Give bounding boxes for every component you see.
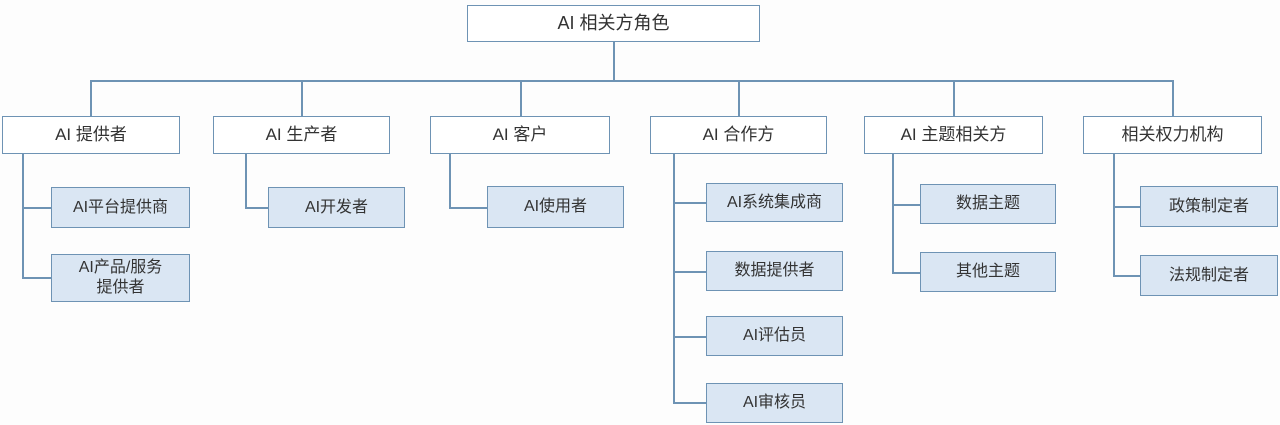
node-regulation-maker: 法规制定者 [1140, 255, 1278, 296]
connector-line [90, 80, 92, 116]
node-relevant-authorities: 相关权力机构 [1083, 116, 1262, 154]
node-policy-maker: 政策制定者 [1140, 186, 1278, 227]
connector-line [953, 80, 955, 116]
connector-line [301, 80, 303, 116]
node-ai-provider: AI 提供者 [2, 116, 180, 154]
connector-line [449, 207, 487, 209]
connector-line [449, 154, 451, 208]
connector-line [245, 207, 268, 209]
node-label-line2: 提供者 [96, 279, 145, 296]
connector-line [613, 42, 615, 80]
connector-line [892, 154, 894, 272]
connector-line [22, 277, 51, 279]
node-ai-evaluator: AI评估员 [706, 316, 843, 356]
node-data-subject: 数据主题 [920, 184, 1056, 224]
node-ai-customer: AI 客户 [430, 116, 610, 154]
connector-line [892, 272, 920, 274]
connector-line [673, 271, 706, 273]
node-ai-developer: AI开发者 [268, 187, 405, 228]
connector-line [738, 80, 740, 116]
connector-line [22, 154, 24, 278]
connector-line [673, 336, 706, 338]
connector-line [90, 80, 1173, 82]
node-data-provider: 数据提供者 [706, 251, 843, 291]
node-label-line1: AI产品/服务 [78, 259, 163, 276]
connector-line [673, 154, 675, 403]
connector-line [673, 402, 706, 404]
node-ai-system-integrator: AI系统集成商 [706, 183, 843, 222]
connector-line [892, 204, 920, 206]
node-ai-partner: AI 合作方 [650, 116, 827, 154]
connector-line [1113, 154, 1115, 275]
connector-line [1172, 80, 1174, 116]
connector-line [1113, 206, 1140, 208]
node-ai-auditor: AI审核员 [706, 383, 843, 423]
node-ai-product-service-provider: AI产品/服务 提供者 [51, 254, 190, 302]
node-root-ai-stakeholder-roles: AI 相关方角色 [467, 5, 760, 42]
node-ai-producer: AI 生产者 [213, 116, 390, 154]
connector-line [1113, 275, 1140, 277]
connector-line [245, 154, 247, 208]
connector-line [22, 207, 51, 209]
node-ai-platform-provider: AI平台提供商 [51, 187, 190, 228]
node-other-subject: 其他主题 [920, 252, 1056, 292]
connector-line [520, 80, 522, 116]
connector-line [673, 202, 706, 204]
node-ai-user: AI使用者 [487, 186, 624, 228]
node-ai-subject-stakeholder: AI 主题相关方 [864, 116, 1043, 154]
